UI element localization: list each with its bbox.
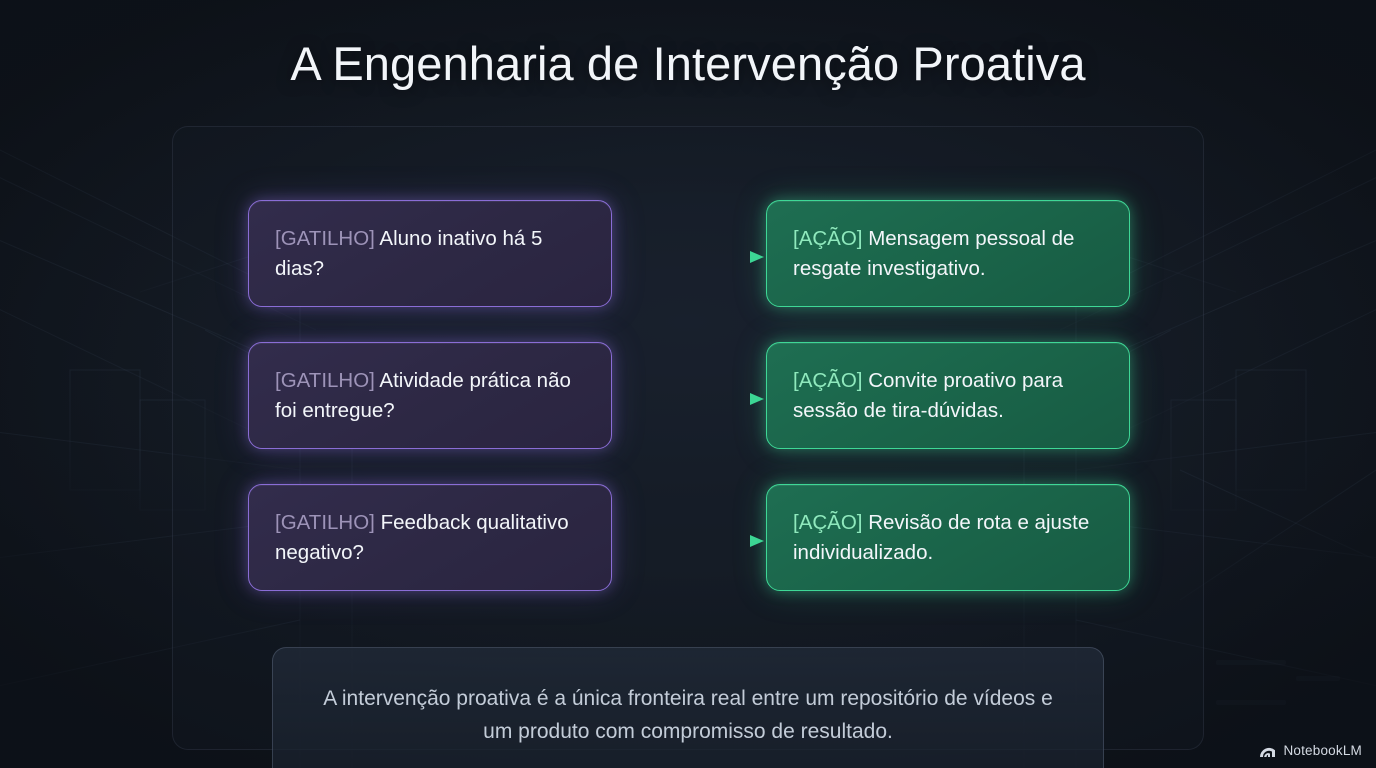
arrow-right-icon [750,251,764,263]
action-tag: [AÇÃO] [793,369,869,392]
connector-arrow [614,535,764,547]
page-title: A Engenharia de Intervenção Proativa [290,37,1086,90]
trigger-card[interactable]: [GATILHO] Feedback qualitativo negativo? [248,484,612,591]
action-card[interactable]: [AÇÃO] Mensagem pessoal de resgate inves… [766,200,1130,307]
trigger-text: Aluno inativo há 5 dias? [275,227,543,280]
connector-arrow [614,393,764,405]
trigger-text: Atividade prática não foi entregue? [275,369,571,422]
trigger-text: Feedback qualitativo negativo? [275,511,569,564]
action-text: Convite proativo para sessão de tira-dúv… [793,369,1064,422]
quote-text: A intervenção proativa é a única frontei… [323,687,1053,743]
action-tag: [AÇÃO] [793,511,869,534]
action-tag: [AÇÃO] [793,227,869,250]
trigger-tag: [GATILHO] [275,511,381,534]
trigger-tag: [GATILHO] [275,369,380,392]
action-card[interactable]: [AÇÃO] Convite proativo para sessão de t… [766,342,1130,449]
quote-box: A intervenção proativa é a única frontei… [272,647,1104,768]
action-text: Revisão de rota e ajuste individualizado… [793,511,1090,564]
trigger-card[interactable]: [GATILHO] Atividade prática não foi entr… [248,342,612,449]
action-card[interactable]: [AÇÃO] Revisão de rota e ajuste individu… [766,484,1130,591]
notebooklm-watermark: NotebookLM [1258,743,1362,758]
arrow-right-icon [750,393,764,405]
action-text: Mensagem pessoal de resgate investigativ… [793,227,1075,280]
notebooklm-logo-icon [1260,747,1276,757]
trigger-tag: [GATILHO] [275,227,380,250]
notebooklm-label: NotebookLM [1283,743,1362,758]
connector-arrow [614,251,764,263]
trigger-card[interactable]: [GATILHO] Aluno inativo há 5 dias? [248,200,612,307]
arrow-right-icon [750,535,764,547]
